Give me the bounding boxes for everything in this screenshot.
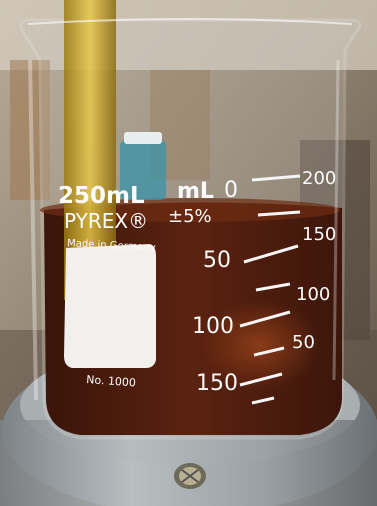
origin-label: Made in Germany	[67, 238, 156, 254]
write-on-label	[64, 244, 156, 368]
capacity-label: 250mL	[58, 183, 145, 209]
scale-150: 150	[196, 371, 238, 396]
side-scale-150: 150	[302, 224, 336, 245]
tolerance-label: ±5%	[168, 206, 212, 227]
catalog-number: No. 1000	[86, 373, 137, 389]
side-scale-50: 50	[292, 332, 315, 353]
graduation-lines	[239, 174, 301, 405]
wooden-shelf	[10, 60, 50, 200]
scale-50: 50	[203, 248, 231, 273]
side-scale-100: 100	[296, 284, 330, 305]
blue-bottle	[120, 140, 166, 200]
brand-label: PYREX®	[64, 209, 148, 233]
unit-label: mL	[177, 179, 214, 204]
scale-100: 100	[192, 314, 234, 339]
zero-mark: 0	[224, 178, 238, 203]
side-scale-200: 200	[302, 168, 336, 189]
